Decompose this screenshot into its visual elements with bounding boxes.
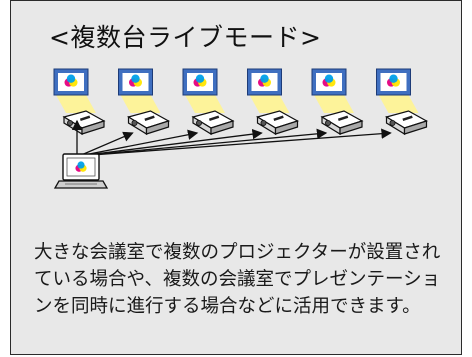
description-text: 大きな会議室で複数のプロジェクターが設置されている場合や、複数の会議室でプレゼン…	[34, 242, 441, 317]
projection-screen	[118, 68, 153, 96]
feature-panel: <複数台ライブモード> 大きな会議室で複数のプロジェクターが設置されている場合や…	[10, 0, 462, 355]
laptop-icon	[53, 153, 109, 189]
panel-heading: <複数台ライブモード>	[49, 23, 322, 52]
projector-icon	[127, 110, 171, 136]
multi-projector-diagram	[53, 68, 429, 189]
projection-screen	[376, 68, 411, 96]
projection-screen	[311, 68, 347, 96]
projection-screen	[182, 68, 218, 96]
projector-light-beam	[314, 95, 354, 113]
projection-screen	[53, 68, 89, 96]
connection-arrow	[78, 128, 392, 157]
connection-arrow	[78, 128, 328, 157]
projector-light-beam	[249, 95, 290, 113]
projector-light-beam	[56, 95, 96, 113]
projector-light-beam	[120, 95, 161, 113]
projector-icon	[191, 110, 235, 136]
projector-icon	[256, 110, 300, 136]
connection-arrow	[78, 131, 134, 157]
projector-light-beam	[378, 95, 419, 113]
projector-icon	[385, 110, 429, 136]
connection-arrow	[78, 129, 199, 157]
connection-arrow	[78, 128, 263, 157]
projector-icon	[62, 110, 106, 136]
projection-screen	[247, 68, 282, 96]
projector-icon	[320, 110, 364, 136]
projector-light-beam	[185, 95, 225, 113]
